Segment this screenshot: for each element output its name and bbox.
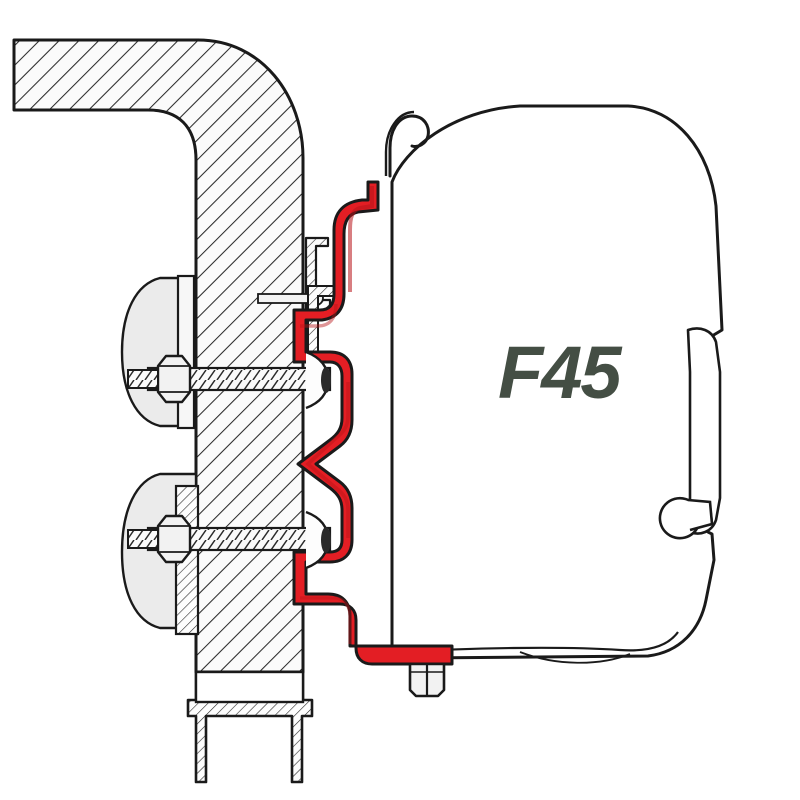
f45-logo: F45: [498, 331, 623, 414]
lower-spacer-bore: [321, 527, 331, 553]
rail-screw-shaft: [257, 293, 313, 304]
bracket-shade-bottom: [300, 596, 352, 644]
lower-bolt: [127, 510, 332, 570]
bracket-shade-upper-step: [300, 303, 338, 328]
bracket-shade-top: [348, 186, 374, 292]
lower-bolt-tail: [127, 529, 159, 549]
upper-bolt-tail: [127, 369, 159, 389]
bracket-profile: [292, 180, 454, 666]
upper-bolt: [127, 350, 332, 410]
hook-inner-edge: [384, 110, 415, 176]
top-hook-latch: [384, 110, 430, 178]
bottom-fixing-bolt: [408, 662, 446, 698]
upper-hex-nut: [156, 354, 192, 404]
awning-case: [390, 104, 724, 664]
case-bottom-bulge: [519, 651, 631, 664]
upper-backing-plate: [120, 274, 198, 430]
bracket-shade-chevron: [305, 382, 350, 538]
front-lip-hook: [658, 496, 714, 540]
case-bottom-inner-line: [399, 631, 679, 654]
upper-spacer-bore: [321, 367, 331, 393]
bottom-rail-trim: [186, 670, 314, 784]
upper-plate-flange: [176, 274, 196, 430]
wall-inner-corner: [147, 108, 198, 161]
hook-notch: [687, 498, 714, 532]
lower-hex-nut: [156, 514, 192, 564]
hook-shape: [388, 114, 430, 178]
bottom-trim-cavity: [194, 670, 305, 704]
vehicle-wall: [12, 38, 305, 674]
adapter-bracket: [292, 180, 454, 666]
